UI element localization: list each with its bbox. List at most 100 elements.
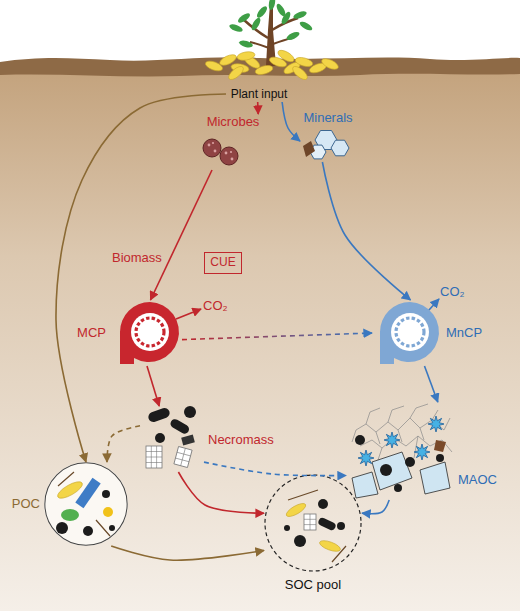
flux-arrow: [257, 102, 259, 114]
necromass-fragments: [184, 406, 196, 418]
microbe-cells: [203, 139, 221, 157]
leaf-litter: [291, 64, 310, 82]
soc-pool-circle: SOC pool: [264, 474, 362, 572]
leaf-litter: [236, 50, 255, 61]
soc-pool-contents: [284, 525, 290, 531]
emission-arrow: [176, 309, 201, 319]
soc-pool-contents: [318, 499, 328, 509]
microbe-cells: [225, 152, 228, 155]
mineral-particles: [303, 131, 349, 159]
soc-pool-contents: [304, 514, 316, 530]
plant-illustration: [275, 2, 287, 17]
flux-arrow: [56, 94, 226, 462]
emission-label: CO₂: [203, 298, 228, 314]
maoc-cluster: [355, 435, 365, 445]
node-label: MnCP: [446, 325, 482, 341]
microbe-cells: [203, 139, 238, 165]
maoc-cluster: [352, 472, 378, 498]
pump-outline: [112, 300, 182, 366]
maoc-cluster: [384, 432, 400, 448]
flux-arrow: [425, 366, 438, 402]
maoc-cluster: [394, 484, 402, 492]
pump-rotor: [391, 313, 429, 351]
microbe-cells: [208, 142, 234, 161]
input-node: Plant input: [226, 86, 292, 102]
node-label: MCP: [77, 325, 106, 341]
microbe-node: Microbes: [198, 114, 268, 170]
maoc-cluster-node: MAOC: [346, 402, 454, 500]
plant-illustration: [228, 0, 313, 49]
node-label: CUE: [205, 253, 241, 272]
plant-illustration: [250, 16, 262, 31]
plant-illustration: [228, 23, 243, 33]
necromass-fragments: [181, 435, 195, 446]
poc-circle: POC: [44, 462, 128, 546]
plant-illustration: [268, 0, 276, 10]
mineral-node: Minerals: [300, 110, 356, 162]
soc-pool-contents: [288, 490, 346, 562]
necromass-fragments: [155, 433, 165, 443]
pump-body: [120, 302, 179, 364]
plant-illustration: [237, 12, 252, 25]
necromass-fragments: [147, 407, 171, 424]
maoc-cluster: [434, 440, 446, 452]
plant-illustration: [298, 20, 313, 32]
poc-contents: [109, 525, 115, 531]
microbe-cells: [231, 158, 234, 161]
pool-outline: [44, 462, 128, 546]
poc-contents: [103, 507, 113, 517]
plant-illustration: [266, 4, 276, 66]
leaf-litter: [276, 48, 296, 64]
pump-rotor: [131, 313, 169, 351]
edge-label: Biomass: [112, 250, 162, 266]
soc-pool-contents: [318, 538, 341, 553]
soc-pool-contents: [304, 514, 316, 530]
flux-arrow: [322, 162, 410, 300]
microbe-cells: [212, 142, 214, 144]
microbe-cells: [208, 144, 211, 147]
node-label: POC: [12, 496, 40, 512]
pump-gear: [136, 318, 164, 346]
plant-illustration: [255, 5, 269, 20]
necromass-fragments: [174, 446, 192, 467]
mineral-particles: [331, 140, 349, 156]
soc-pool-contents: [294, 535, 306, 547]
necromass-fragments: [146, 446, 162, 468]
necromass-fragments: [174, 446, 192, 467]
node-label: Plant input: [226, 86, 292, 102]
node-label: MAOC: [458, 472, 497, 488]
poc-contents: [44, 462, 128, 546]
flux-arrow: [151, 170, 213, 300]
flux-arrow: [178, 472, 264, 513]
node-label: Necromass: [208, 432, 274, 448]
microbe-cells: [220, 147, 238, 165]
poc-contents: [56, 522, 68, 534]
node-label: Microbes: [198, 114, 268, 130]
maoc-cluster: [414, 444, 430, 460]
flux-arrow: [204, 462, 346, 476]
cue-box: CUE: [204, 252, 242, 274]
maoc-cluster: [380, 464, 392, 476]
plant-illustration: [292, 10, 307, 20]
pool-outline: [264, 474, 362, 572]
poc-contents: [83, 526, 93, 536]
maoc-cluster: [436, 454, 444, 462]
maoc-cluster: [352, 404, 452, 498]
microbe-cells: [214, 150, 217, 153]
flux-arrow: [182, 333, 372, 340]
microbial-pump: MCP: [112, 300, 182, 366]
pool-outline: [265, 475, 361, 571]
soil-surface: [0, 57, 520, 76]
necromass-fragments: [146, 446, 162, 468]
plant-illustration: [228, 0, 313, 66]
soc-pool-contents: [284, 490, 346, 562]
leaf-litter: [320, 57, 340, 72]
emission-label: CO₂: [440, 284, 465, 300]
poc-contents: [61, 509, 79, 521]
poc-contents: [58, 472, 110, 536]
necromass-node: Necromass: [140, 406, 204, 472]
